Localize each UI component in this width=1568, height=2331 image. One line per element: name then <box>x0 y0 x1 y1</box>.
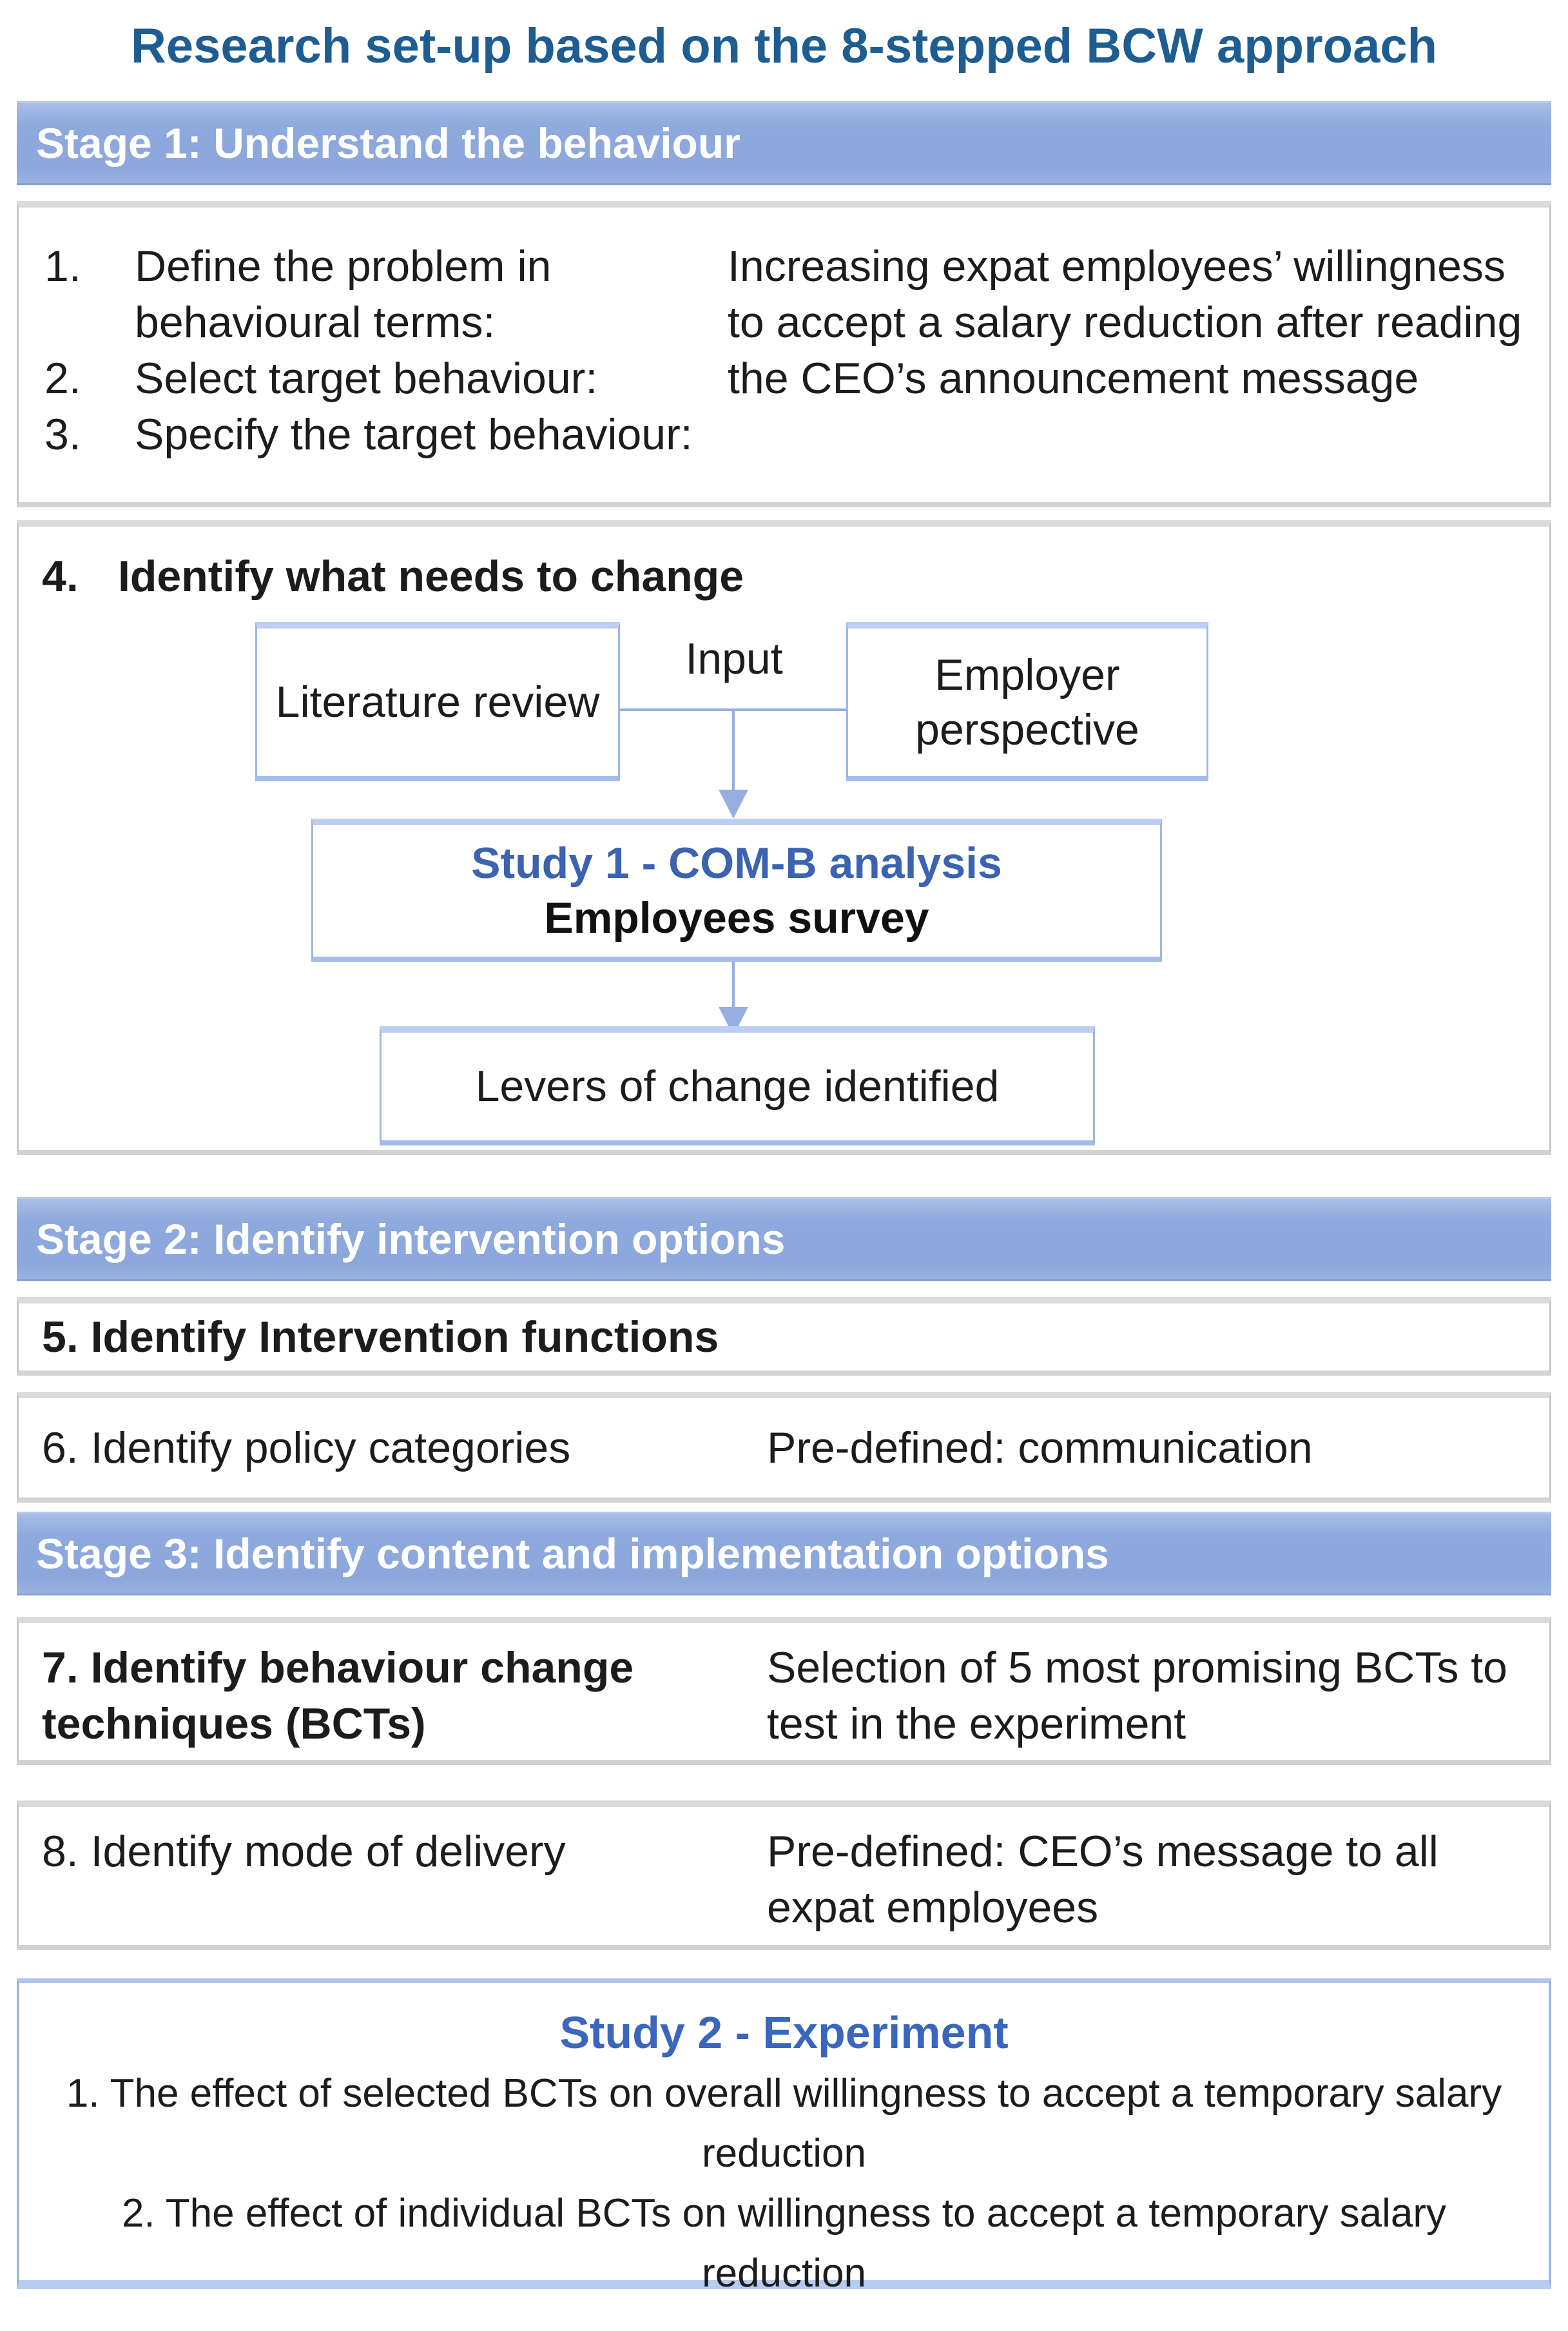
study2-item: 2. The effect of individual BCTs on will… <box>121 2190 1447 2296</box>
step-4-box: 4. Identify what needs to change Literat… <box>17 520 1551 1156</box>
study1-title: Study 1 - COM-B analysis <box>471 839 1002 888</box>
list-item-text: Select target behaviour: <box>135 354 598 404</box>
study2-box: Study 2 - Experiment 1. The effect of se… <box>17 1978 1551 2296</box>
step-6-box: 6. Identify policy categories Pre-define… <box>17 1392 1551 1503</box>
vertical-connector-line <box>732 708 735 792</box>
study2-title: Study 2 - Experiment <box>559 2007 1009 2058</box>
employer-perspective-label: Employer perspective <box>915 650 1139 754</box>
list-item-number: 3. <box>44 410 81 460</box>
list-item-text: Specify the target behaviour: <box>135 410 693 460</box>
list-item: 2. Select target behaviour: <box>44 351 728 407</box>
steps-1-3-box: 1. Define the problem in behavioural ter… <box>17 201 1551 508</box>
step-8-label: 8. Identify mode of delivery <box>42 1827 566 1877</box>
list-item-number: 1. <box>44 242 81 291</box>
step-8-box: 8. Identify mode of delivery Pre-defined… <box>17 1800 1551 1951</box>
input-connector-label: Input <box>685 634 783 684</box>
literature-review-node: Literature review <box>255 622 620 782</box>
step-6-label: 6. Identify policy categories <box>42 1423 571 1472</box>
arrow-down-icon <box>719 790 748 819</box>
stage1-label: Stage 1: Understand the behaviour <box>36 119 740 167</box>
step-7-value: Selection of 5 most promising BCTs to te… <box>767 1643 1507 1749</box>
vertical-connector-line <box>732 962 735 1009</box>
stage3-label: Stage 3: Identify content and implementa… <box>36 1529 1109 1577</box>
study2-item: 1. The effect of selected BCTs on overal… <box>66 2071 1502 2176</box>
step-4-heading-text: Identify what needs to change <box>118 552 744 601</box>
study1-subtitle: Employees survey <box>544 893 929 943</box>
employer-perspective-node: Employer perspective <box>846 622 1208 782</box>
bcw-research-diagram: Research set-up based on the 8-stepped B… <box>0 17 1568 2331</box>
page-title: Research set-up based on the 8-stepped B… <box>130 19 1438 73</box>
stage3-header-bar: Stage 3: Identify content and implementa… <box>17 1512 1551 1596</box>
step-7-label: 7. Identify behaviour change techniques … <box>42 1643 634 1749</box>
step-6-value: Pre-defined: communication <box>767 1423 1313 1472</box>
step-4-number: 4. <box>42 552 79 601</box>
study1-node: Study 1 - COM-B analysis Employees surve… <box>311 819 1162 962</box>
list-item-number: 2. <box>44 354 81 404</box>
steps-1-3-list: 1. Define the problem in behavioural ter… <box>44 239 728 502</box>
target-behaviour-description: Increasing expat employees’ willingness … <box>728 242 1522 404</box>
step-4-heading: 4. Identify what needs to change <box>42 549 744 605</box>
levers-of-change-node: Levers of change identified <box>380 1026 1095 1146</box>
list-item-text: Define the problem in behavioural terms: <box>135 242 552 347</box>
step-5-text: 5. Identify Intervention functions <box>42 1312 719 1361</box>
stage2-label: Stage 2: Identify intervention options <box>36 1214 786 1263</box>
literature-review-label: Literature review <box>275 678 600 727</box>
step-8-value: Pre-defined: CEO’s message to all expat … <box>767 1827 1438 1933</box>
step-7-box: 7. Identify behaviour change techniques … <box>17 1617 1551 1766</box>
stage2-header-bar: Stage 2: Identify intervention options <box>17 1197 1551 1282</box>
step-5-box: 5. Identify Intervention functions <box>17 1297 1551 1376</box>
stage1-header-bar: Stage 1: Understand the behaviour <box>17 101 1551 186</box>
list-item: 1. Define the problem in behavioural ter… <box>44 239 728 351</box>
list-item: 3. Specify the target behaviour: <box>44 407 728 463</box>
levers-of-change-label: Levers of change identified <box>475 1062 1000 1111</box>
